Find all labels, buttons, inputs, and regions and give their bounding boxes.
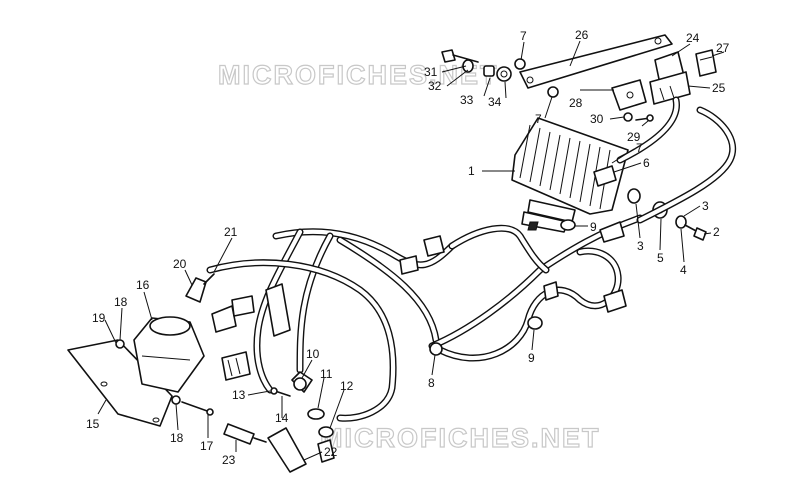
callout-3-lower: 3 bbox=[637, 239, 644, 253]
relay-clip bbox=[695, 49, 717, 77]
callout-7-right: 7 bbox=[636, 141, 643, 155]
bolt-right bbox=[684, 224, 707, 241]
callout-19: 19 bbox=[92, 311, 106, 325]
o-ring-11 bbox=[307, 408, 325, 420]
bolt-17 bbox=[181, 401, 214, 416]
callout-labels: 31 32 33 34 7 7 26 28 30 29 24 27 25 1 7… bbox=[86, 28, 730, 467]
washer-top bbox=[462, 59, 474, 73]
callout-9-upper: 9 bbox=[590, 220, 597, 234]
callout-1: 1 bbox=[468, 164, 475, 178]
callout-21: 21 bbox=[224, 225, 238, 239]
callout-13: 13 bbox=[232, 388, 246, 402]
coil-bracket bbox=[67, 339, 173, 427]
callout-17: 17 bbox=[200, 439, 214, 453]
callout-2: 2 bbox=[713, 225, 720, 239]
leader-lines bbox=[97, 40, 725, 461]
watermark-top: MICROFICHES.NET bbox=[218, 60, 499, 90]
nut-top bbox=[514, 58, 526, 70]
spacer-top bbox=[483, 65, 495, 77]
watermark-bottom: MICROFICHES.NET bbox=[320, 423, 601, 453]
relay bbox=[649, 51, 691, 105]
callout-28: 28 bbox=[569, 96, 583, 110]
callout-32: 32 bbox=[428, 79, 442, 93]
callout-12: 12 bbox=[340, 379, 354, 393]
connector-mid bbox=[543, 281, 559, 301]
callout-18-lower: 18 bbox=[170, 431, 184, 445]
callout-23: 23 bbox=[222, 453, 236, 467]
callout-31: 31 bbox=[424, 65, 438, 79]
callout-34: 34 bbox=[488, 95, 502, 109]
connector-left bbox=[211, 295, 255, 333]
callout-7-mid: 7 bbox=[535, 112, 542, 126]
bracket-bar bbox=[519, 34, 673, 89]
grommet-top bbox=[496, 66, 512, 82]
callout-25: 25 bbox=[712, 81, 726, 95]
callout-15: 15 bbox=[86, 417, 100, 431]
callout-24: 24 bbox=[686, 31, 700, 45]
callout-8: 8 bbox=[428, 376, 435, 390]
callout-4: 4 bbox=[680, 263, 687, 277]
callout-10: 10 bbox=[306, 347, 320, 361]
wiring-harness bbox=[206, 96, 737, 422]
callout-26: 26 bbox=[575, 28, 589, 42]
callout-20: 20 bbox=[173, 257, 187, 271]
spark-plug bbox=[223, 423, 267, 445]
washer-right bbox=[627, 188, 641, 204]
bolt-top bbox=[441, 49, 479, 63]
callout-16: 16 bbox=[136, 278, 150, 292]
connector-upper bbox=[399, 235, 445, 275]
connector-regulator bbox=[521, 211, 569, 233]
callout-27: 27 bbox=[716, 41, 730, 55]
washer-18 bbox=[171, 395, 181, 405]
mounting-plate bbox=[611, 79, 647, 111]
sensor-10 bbox=[291, 371, 313, 393]
screw-30 bbox=[623, 112, 633, 122]
callout-11: 11 bbox=[320, 367, 333, 381]
nut-mid bbox=[547, 86, 559, 98]
clamp-9-upper bbox=[560, 219, 576, 231]
regulator-unit bbox=[511, 117, 629, 223]
screw-29 bbox=[635, 114, 654, 122]
nut-19 bbox=[115, 339, 125, 349]
sleeve-left bbox=[265, 283, 291, 337]
spacer-right bbox=[675, 215, 687, 229]
callout-5: 5 bbox=[657, 251, 664, 265]
callout-29: 29 bbox=[627, 130, 641, 144]
connector-block bbox=[221, 351, 251, 381]
washer-12 bbox=[318, 426, 334, 438]
callout-22: 22 bbox=[324, 445, 338, 459]
clamp-9-lower bbox=[527, 316, 543, 330]
callout-6: 6 bbox=[643, 156, 650, 170]
cap-20 bbox=[185, 273, 215, 303]
callout-18-upper: 18 bbox=[114, 295, 128, 309]
callout-7-top: 7 bbox=[520, 29, 527, 43]
callout-14: 14 bbox=[275, 411, 289, 425]
callout-9-lower: 9 bbox=[528, 351, 535, 365]
ignition-coil bbox=[133, 316, 205, 393]
callout-3-upper: 3 bbox=[702, 199, 709, 213]
plug-cap bbox=[267, 427, 335, 473]
clamp-8 bbox=[429, 342, 443, 356]
callout-30: 30 bbox=[590, 112, 604, 126]
connector-right bbox=[599, 221, 627, 313]
pin-13-14 bbox=[270, 387, 291, 397]
callout-33: 33 bbox=[460, 93, 474, 107]
